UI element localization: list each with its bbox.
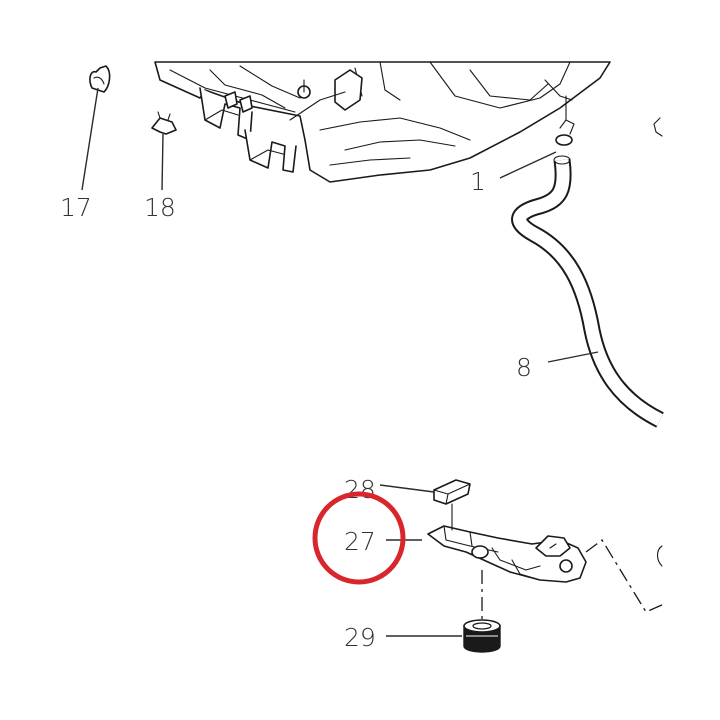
part-29-grommet	[463, 619, 501, 653]
part-17-clip	[89, 65, 111, 93]
callout-8: 8	[516, 353, 532, 382]
callout-17: 17	[60, 193, 92, 222]
leader-18	[161, 133, 164, 191]
callout-18: 18	[144, 193, 176, 222]
upper-housing-assembly	[154, 61, 611, 183]
housing-bracket-feet	[199, 87, 297, 173]
leader-17	[81, 87, 99, 191]
part-8-drain-hose	[511, 155, 664, 428]
callout-29: 29	[344, 623, 376, 652]
part-27-lever-bracket	[427, 519, 587, 583]
part-28-pad	[433, 479, 471, 521]
leader-8	[547, 351, 599, 363]
callout-1: 1	[470, 167, 486, 196]
right-edge-fragment-lower	[656, 545, 663, 567]
highlight-circle-27	[312, 491, 406, 585]
right-edge-fragment	[653, 117, 663, 137]
callout-28: 28	[344, 475, 376, 504]
leader-1	[499, 151, 557, 179]
callout-27: 27	[344, 527, 376, 556]
part-18-bracket	[151, 111, 177, 135]
part-1-hose-clamp	[555, 95, 575, 146]
assembly-line	[585, 539, 665, 613]
leader-28	[379, 484, 435, 493]
